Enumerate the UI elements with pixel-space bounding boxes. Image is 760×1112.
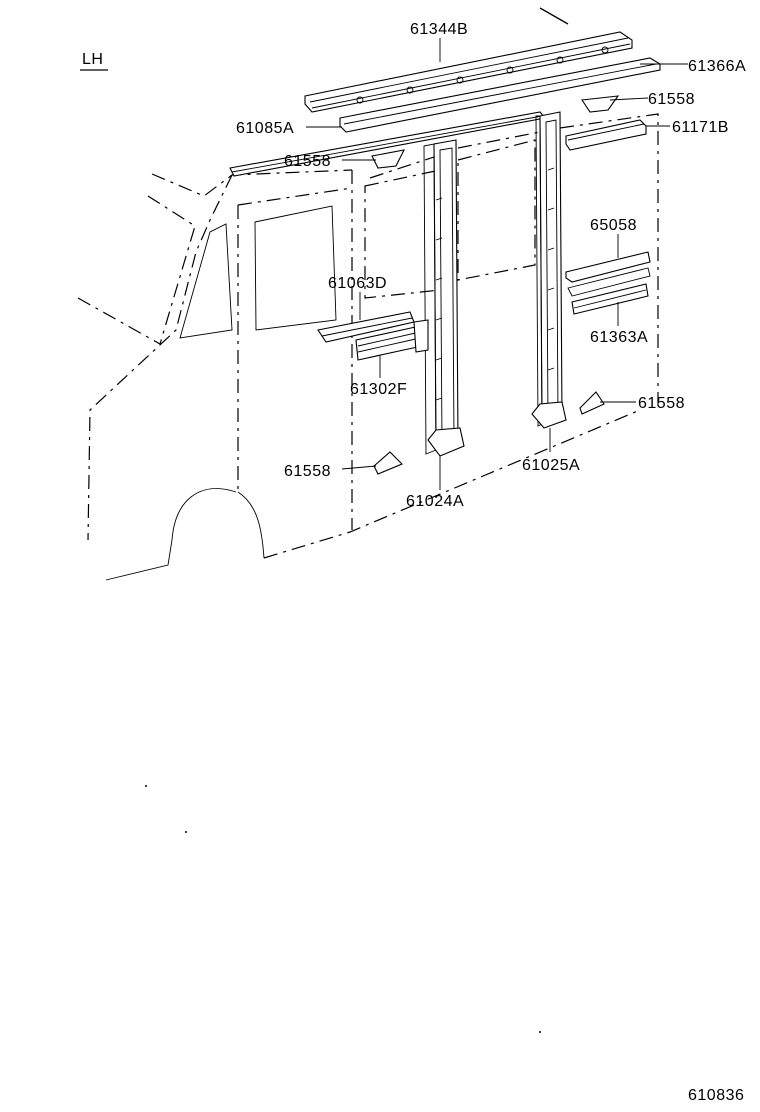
label-61558-top-left: 61558 — [284, 153, 331, 170]
label-61558-top-right: 61558 — [648, 91, 695, 108]
pillar-61024a — [423, 139, 465, 457]
label-65058: 65058 — [590, 217, 637, 234]
gusset-61558-bottom-right — [579, 391, 605, 415]
gusset-61558-top-left — [371, 149, 405, 169]
label-61085a: 61085A — [236, 120, 294, 137]
bracket-61302f — [355, 319, 429, 361]
label-61025a: 61025A — [522, 457, 580, 474]
gusset-61558-bottom-left — [373, 451, 403, 475]
gusset-61558-top-right — [581, 95, 620, 113]
label-61171b: 61171B — [672, 119, 729, 136]
label-61363a: 61363A — [590, 329, 648, 346]
label-61366a: 61366A — [688, 58, 746, 75]
label-61344b: 61344B — [410, 21, 468, 38]
bracket-65058 — [565, 251, 651, 297]
label-61024a: 61024A — [406, 493, 464, 510]
label-61558-bottom-left: 61558 — [284, 463, 331, 480]
scan-specks — [145, 785, 541, 1033]
label-61302f: 61302F — [350, 381, 407, 398]
label-61063d: 61063D — [328, 275, 387, 292]
label-61558-bottom-right: 61558 — [638, 395, 685, 412]
diagram-id: 610836 — [688, 1087, 744, 1104]
roof-rail-61344b — [304, 7, 633, 113]
roof-rail-61085a — [339, 57, 661, 133]
vehicle-body-outline — [77, 113, 659, 581]
pillar-61025a — [531, 111, 567, 429]
bracket-61363a — [571, 283, 649, 315]
leader-lines — [306, 38, 688, 490]
side-marker: LH — [82, 51, 103, 68]
bracket-61171b — [565, 119, 647, 151]
